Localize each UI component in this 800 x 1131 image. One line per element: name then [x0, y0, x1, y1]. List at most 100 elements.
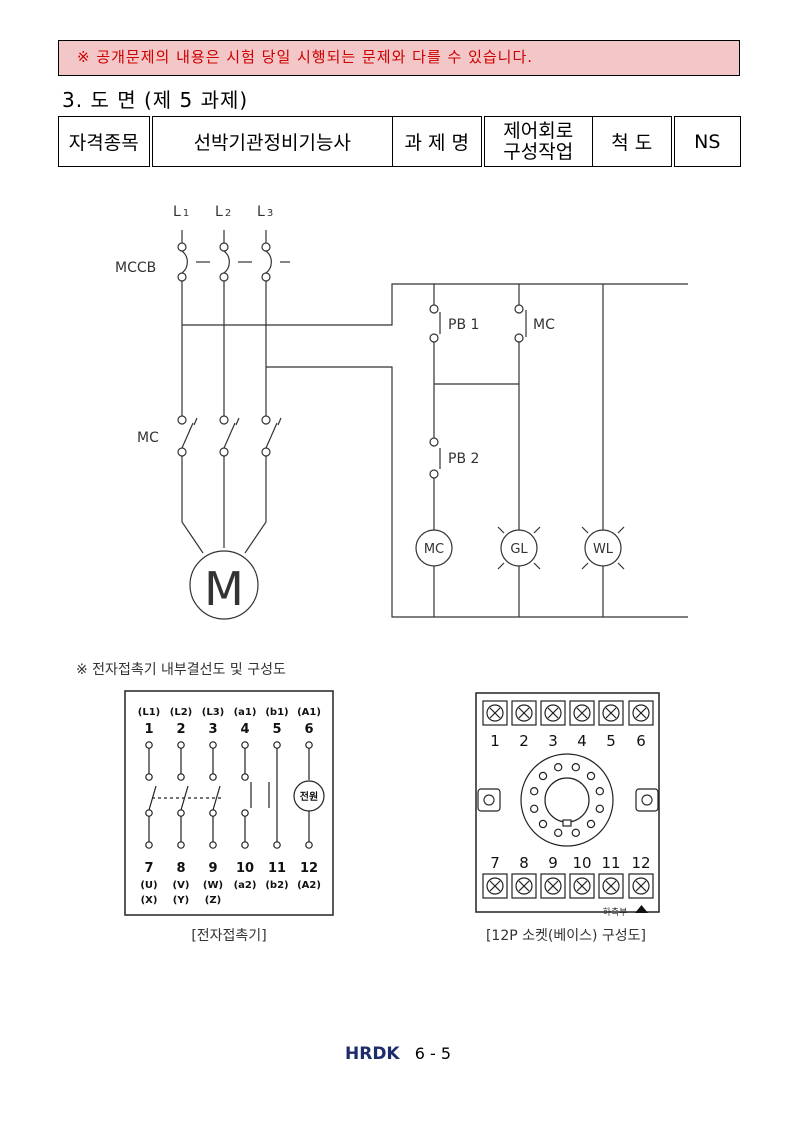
contactor-bottom-number: 12 [300, 861, 318, 876]
pb2-switch [429, 437, 441, 479]
mc-aux-label: MC [533, 317, 555, 333]
info-table: 자격종목 선박기관정비기능사 과 제 명 제어회로 구성작업 척 도 NS [58, 116, 741, 167]
terminal-screw-icon [540, 700, 566, 726]
terminal-screw-icon [569, 873, 595, 899]
mccb-label: MCCB [115, 260, 156, 276]
terminal-screw-icon [511, 700, 537, 726]
socket-bottom-number: 8 [519, 854, 529, 872]
pb2-label: PB 2 [448, 451, 479, 467]
notice-banner: ※ 공개문제의 내용은 시험 당일 시행되는 문제와 다를 수 있습니다. [58, 40, 740, 76]
internal-title: ※ 전자접촉기 내부결선도 및 구성도 [76, 662, 286, 678]
contactor-bottom-term: (A2) [297, 880, 321, 891]
task-value-line1: 제어회로 [503, 119, 574, 142]
mc-main-contacts [177, 415, 282, 457]
socket-top-number: 2 [519, 732, 529, 750]
contactor-top-term: (L3) [202, 707, 224, 718]
pb1-label: PB 1 [448, 317, 479, 333]
socket-pin-hole [595, 804, 605, 814]
contactor-top-number: 6 [304, 722, 313, 737]
white-lamp-label: WL [593, 542, 614, 557]
socket-top-number: 3 [548, 732, 558, 750]
terminal-screw-icon [598, 873, 624, 899]
coil-label: MC [424, 542, 444, 557]
footer: HRDK 6 - 5 [345, 1044, 451, 1064]
contactor-bottom-term-2: (Y) [173, 895, 189, 906]
green-lamp-label: GL [510, 542, 528, 557]
socket-top-number: 4 [577, 732, 587, 750]
contactor-bottom-number: 8 [176, 861, 185, 876]
scale-label: 척 도 [592, 116, 675, 167]
contactor-top-number: 4 [240, 722, 249, 737]
page-number: 6 - 5 [414, 1044, 452, 1063]
socket-bottom-label: 하측부 [603, 907, 628, 918]
green-lamp: GL [497, 526, 541, 570]
contactor-bottom-term: (V) [173, 880, 190, 891]
mc-aux-contact [514, 304, 527, 343]
contactor-bottom-term: (U) [140, 880, 157, 891]
motor: M [189, 550, 259, 620]
socket-bottom-number: 11 [601, 854, 620, 872]
contactor-bottom-term: (b2) [265, 880, 288, 891]
task-value: 제어회로 구성작업 [482, 116, 593, 167]
socket-bottom-number: 12 [631, 854, 650, 872]
contactor-bottom-number: 7 [144, 861, 153, 876]
contactor-bottom-number: 10 [236, 861, 254, 876]
contactor-top-number: 2 [176, 722, 185, 737]
terminal-screw-icon [628, 700, 654, 726]
contactor-top-term: (b1) [265, 707, 288, 718]
contactor-top-number: 1 [144, 722, 153, 737]
socket-bottom-number: 9 [548, 854, 558, 872]
pb1-switch [429, 304, 441, 343]
scale-value: NS [672, 116, 741, 167]
socket-pin-hole [571, 763, 581, 772]
contactor-top-term: (L2) [170, 707, 192, 718]
socket-pin-hole [595, 787, 605, 796]
socket-bottom-number: 7 [490, 854, 500, 872]
terminal-screw-icon [569, 700, 595, 726]
socket-pin-hole [586, 771, 596, 781]
white-lamp: WL [581, 526, 625, 570]
socket-top-number: 6 [636, 732, 646, 750]
mc-main-label: MC [137, 430, 159, 446]
socket-pin-hole [538, 819, 548, 829]
socket-pin-hole [538, 771, 548, 781]
socket-pin-hole [554, 828, 563, 838]
terminal-screw-icon [482, 700, 508, 726]
mc-coil: MC [415, 529, 453, 567]
motor-label: M [204, 562, 244, 616]
contactor-top-term: (A1) [297, 707, 321, 718]
terminal-screw-icon [628, 873, 654, 899]
socket-bottom-number: 10 [572, 854, 591, 872]
contactor-bottom-term-2: (X) [141, 895, 158, 906]
terminal-screw-icon [511, 873, 537, 899]
contactor-bottom-number: 11 [268, 861, 286, 876]
terminal-screw-icon [540, 873, 566, 899]
qualification-value: 선박기관정비기능사 [150, 116, 393, 167]
mccb-breaker [177, 230, 290, 282]
contactor-top-term: (a1) [234, 707, 257, 718]
socket-top-number: 1 [490, 732, 500, 750]
socket-caption: [12P 소켓(베이스) 구성도] [486, 928, 646, 944]
contactor-top-number: 3 [208, 722, 217, 737]
contactor-bottom-number: 9 [208, 861, 217, 876]
contactor-bottom-term: (a2) [234, 880, 257, 891]
socket-pin-hole [554, 763, 563, 772]
task-value-line2: 구성작업 [503, 140, 574, 163]
contactor-bottom-term: (W) [203, 880, 223, 891]
task-label: 과 제 명 [392, 116, 485, 167]
contactor-coil-label: 전원 [300, 790, 318, 803]
contactor-top-term: (L1) [138, 707, 160, 718]
contactor-top-number: 5 [272, 722, 281, 737]
socket-pin-hole [530, 787, 539, 796]
contactor-bottom-term-2: (Z) [205, 895, 221, 906]
socket-pin-hole [530, 804, 539, 814]
terminal-screw-icon [598, 700, 624, 726]
terminal-screw-icon [482, 873, 508, 899]
qualification-label: 자격종목 [58, 116, 153, 167]
